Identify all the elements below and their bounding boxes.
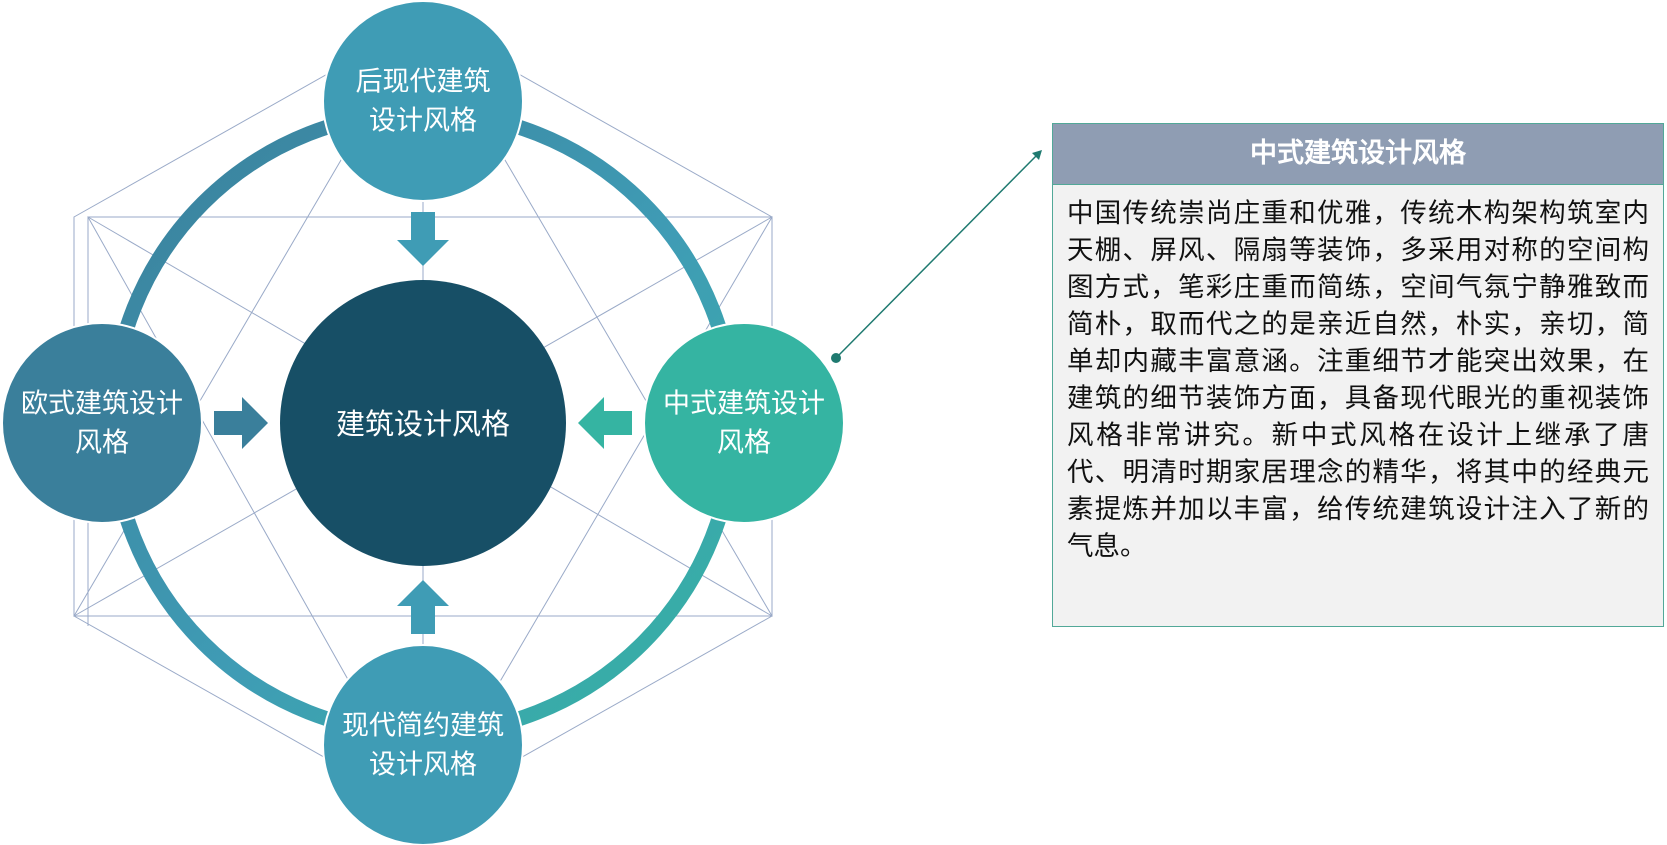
- node-top-line1: 后现代建筑: [356, 67, 491, 98]
- node-right: 中式建筑设计 风格: [643, 322, 845, 524]
- arrow-top-icon: [397, 212, 449, 266]
- node-top-line2: 设计风格: [369, 106, 477, 137]
- panel-connector: [831, 150, 1042, 363]
- node-bottom: 现代简约建筑 设计风格: [322, 644, 524, 845]
- node-left: 欧式建筑设计 风格: [1, 322, 203, 524]
- info-panel-title: 中式建筑设计风格: [1053, 124, 1663, 185]
- node-right-line1: 中式建筑设计: [663, 389, 825, 420]
- center-node-label: 建筑设计风格: [336, 407, 510, 441]
- info-panel-body: 中国传统崇尚庄重和优雅，传统木构架构筑室内天棚、屏风、隔扇等装饰，多采用对称的空…: [1067, 198, 1649, 562]
- arrow-right-icon: [578, 397, 632, 449]
- arrow-bottom-icon: [397, 580, 449, 634]
- node-left-line1: 欧式建筑设计: [21, 389, 183, 420]
- node-bottom-line1: 现代简约建筑: [342, 711, 504, 742]
- center-node: 建筑设计风格: [280, 280, 566, 566]
- node-top: 后现代建筑 设计风格: [322, 0, 524, 202]
- arrow-left-icon: [214, 397, 268, 449]
- node-left-line2: 风格: [75, 428, 129, 459]
- node-right-line2: 风格: [717, 428, 771, 459]
- node-bottom-line2: 设计风格: [369, 750, 477, 781]
- info-panel: 中式建筑设计风格 中国传统崇尚庄重和优雅，传统木构架构筑室内天棚、屏风、隔扇等装…: [1052, 123, 1664, 627]
